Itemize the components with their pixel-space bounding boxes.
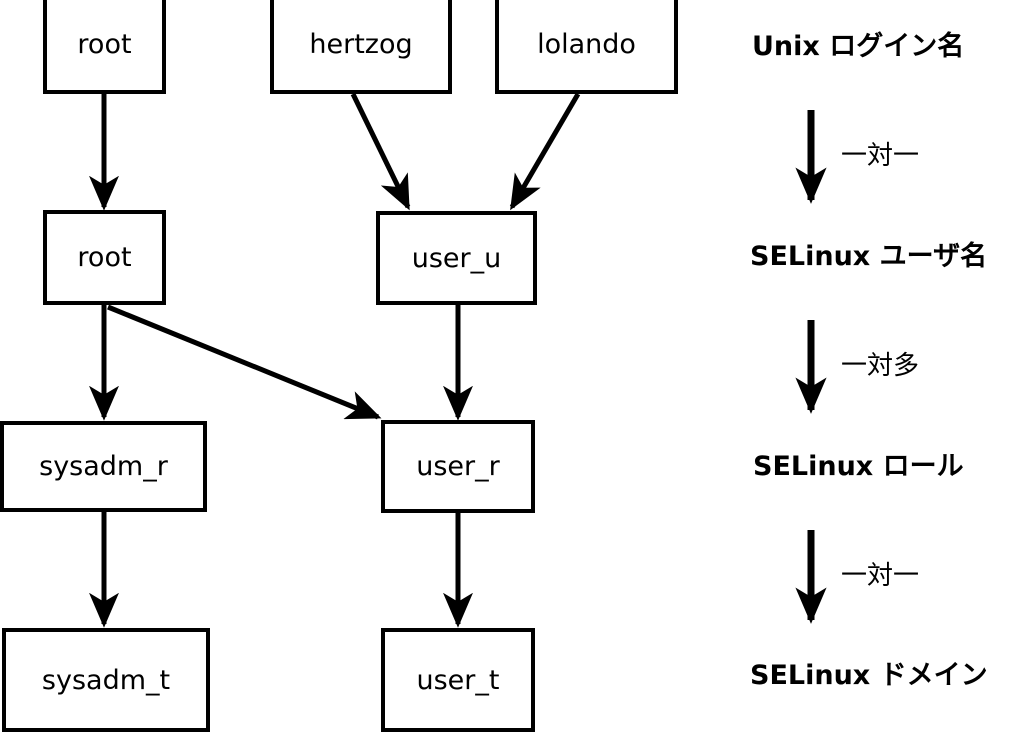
diagram-edges [89,92,581,628]
node-user_u[interactable]: user_u [376,211,537,305]
node-lolando[interactable]: lolando [495,0,678,94]
legend-level-selinux-role: SELinux ロール [753,451,964,482]
edge-root_user-to-user_r [107,304,382,420]
node-hertzog[interactable]: hertzog [270,0,452,94]
node-label: sysadm_r [39,451,168,482]
node-sysadm_r[interactable]: sysadm_r [0,421,207,512]
legend-relation-label-rel-1: 一対一 [841,141,920,171]
node-label: user_r [416,451,500,482]
node-label: sysadm_t [41,664,171,696]
node-label: lolando [537,28,636,60]
node-label: root [77,28,132,60]
node-label: user_u [411,242,502,274]
legend-relation-label-rel-2: 一対多 [841,351,920,381]
legend-level-unix-login: Unix ログイン名 [752,31,965,62]
node-root_user[interactable]: root [43,210,166,305]
edge-lolando-to-user_u [509,92,581,211]
legend-relation-label-rel-3: 一対一 [841,561,920,591]
node-label: hertzog [309,28,413,60]
node-label: user_t [416,664,500,696]
legend-level-selinux-domain: SELinux ドメイン [750,660,988,691]
edge-hertzog-to-user_u [350,92,411,211]
node-root_login[interactable]: root [43,0,166,94]
legend-level-selinux-user: SELinux ユーザ名 [750,241,988,272]
node-user_r[interactable]: user_r [381,420,535,513]
node-user_t[interactable]: user_t [381,628,535,732]
node-sysadm_t[interactable]: sysadm_t [2,628,210,732]
node-label: root [77,242,132,273]
